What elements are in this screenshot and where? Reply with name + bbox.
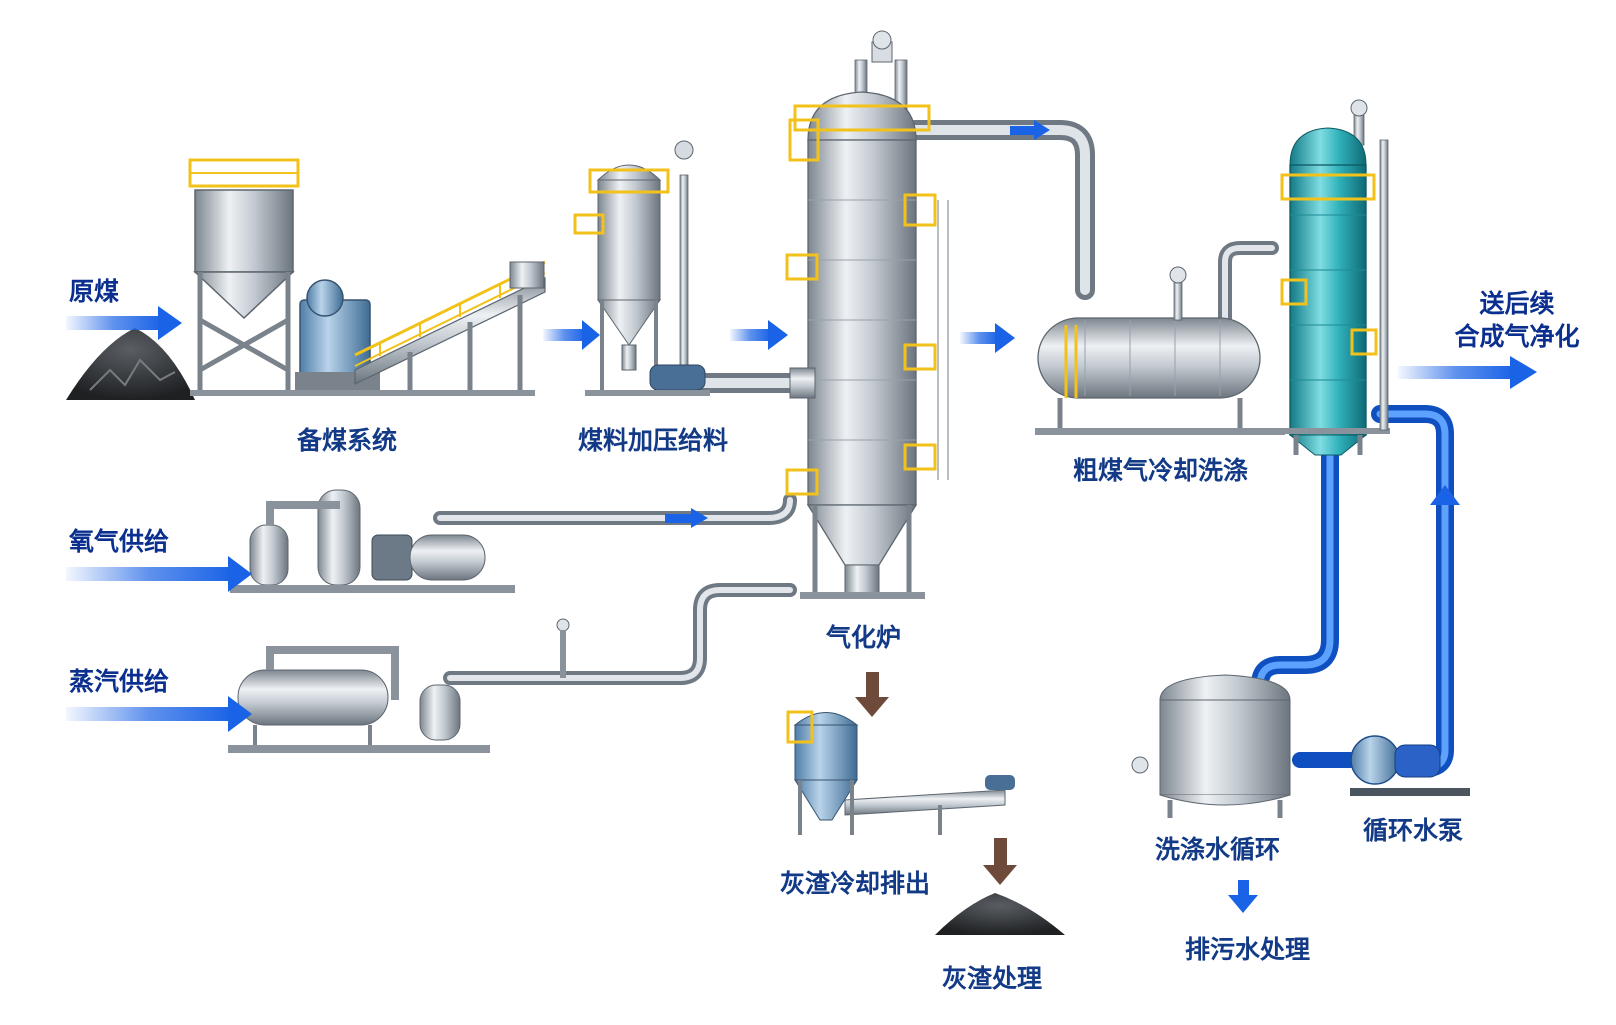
oxygen-unit <box>230 489 515 593</box>
label-coal-feed: 煤料加压给料 <box>578 426 729 455</box>
label-ash-cooling: 灰渣冷却排出 <box>780 869 931 898</box>
coal-prep-system <box>188 158 546 396</box>
gasifier <box>785 30 949 599</box>
scrubber-tower <box>1270 99 1390 456</box>
label-oxygen-supply: 氧气供给 <box>69 527 170 556</box>
label-gasifier: 气化炉 <box>826 623 902 652</box>
circulation-pump <box>1350 735 1470 796</box>
coal-feed-system <box>573 140 710 396</box>
label-coal-prep-system: 备煤系统 <box>297 426 398 455</box>
label-wastewater-treatment: 排污水处理 <box>1185 935 1311 964</box>
ash-pile <box>935 893 1065 935</box>
wash-water-tank <box>1131 674 1291 818</box>
steam-unit <box>228 618 570 753</box>
label-output-line1: 送后续 <box>1479 289 1555 318</box>
label-steam-supply: 蒸汽供给 <box>69 667 170 696</box>
flow-arrows <box>66 120 1537 913</box>
raw-coal-pile <box>66 328 195 400</box>
label-ash-disposal: 灰渣处理 <box>942 964 1043 993</box>
ash-cooler <box>786 710 1015 835</box>
label-raw-coal: 原煤 <box>69 277 120 306</box>
label-output-line2: 合成气净化 <box>1454 322 1580 351</box>
process-pipes <box>433 120 1279 685</box>
label-circulation-pump: 循环水泵 <box>1363 816 1464 845</box>
label-syngas-scrubbing: 粗煤气冷却洗涤 <box>1073 456 1249 485</box>
label-wash-water-circulation: 洗涤水循环 <box>1155 835 1281 864</box>
syngas-cooler <box>1035 266 1285 435</box>
